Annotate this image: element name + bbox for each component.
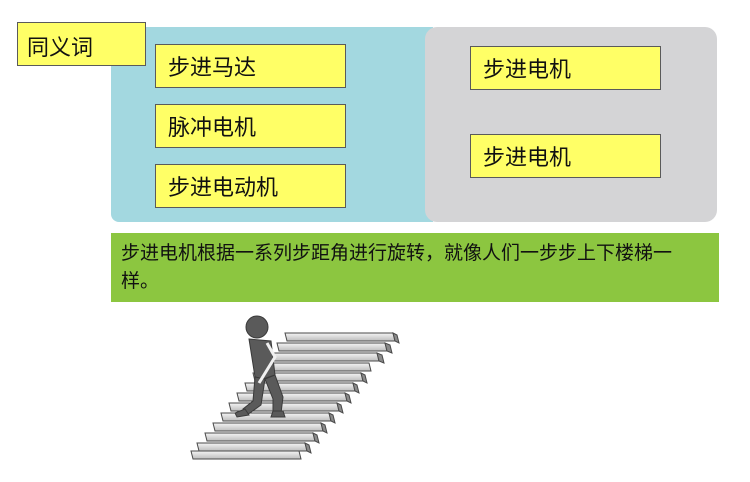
term-stepper-electric-motor: 步进电动机: [155, 164, 346, 208]
term-stepper-motor-2: 步进电机: [470, 134, 661, 178]
term-stepper-motor-1: 步进电机: [470, 46, 661, 90]
term-pulse-motor: 脉冲电机: [155, 104, 346, 148]
person-climbing-stairs-icon: [190, 315, 400, 460]
description-banner: 步进电机根据一系列步距角进行旋转，就像人们一步步上下楼梯一样。: [111, 233, 719, 302]
term-stepping-motor: 步进马达: [155, 44, 346, 88]
synonyms-title: 同义词: [17, 22, 146, 66]
